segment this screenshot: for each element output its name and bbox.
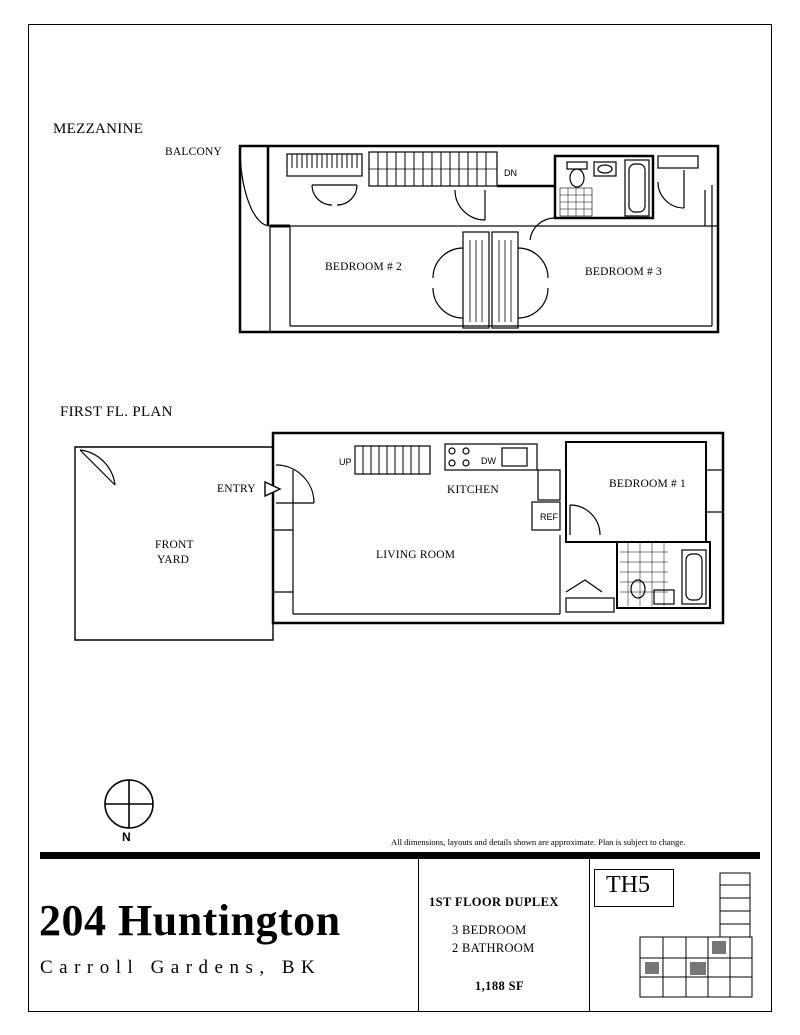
first-floor-title: FIRST FL. PLAN: [60, 404, 173, 420]
refrigerator-label: REF: [540, 512, 558, 522]
front-yard-label-line2: YARD: [157, 554, 190, 566]
compass-north-label: N: [122, 830, 131, 844]
mezzanine-title: MEZZANINE: [53, 121, 144, 137]
entry-label: ENTRY: [217, 483, 256, 495]
unit-type: 1ST FLOOR DUPLEX: [429, 895, 559, 909]
bedroom-3-label: BEDROOM # 3: [585, 266, 662, 278]
bathroom-count: 2 BATHROOM: [452, 941, 535, 955]
bedroom-2-label: BEDROOM # 2: [325, 261, 402, 273]
kitchen-label: KITCHEN: [447, 484, 499, 496]
unit-id: TH5: [606, 872, 650, 898]
dishwasher-label: DW: [481, 456, 496, 466]
first-floor-plan: [74, 431, 725, 641]
building-name: 204 Huntington: [39, 896, 341, 945]
page-frame: [28, 24, 772, 1012]
stair-up-label: UP: [339, 457, 352, 467]
disclaimer-text: All dimensions, layouts and details show…: [391, 837, 686, 847]
unit-id-box: [594, 869, 674, 907]
title-block-separator-right: [589, 859, 590, 1012]
unit-area: 1,188 SF: [475, 979, 525, 993]
title-block-divider: [40, 852, 760, 859]
compass-symbol: [104, 779, 154, 829]
bedroom-count: 3 BEDROOM: [452, 923, 527, 937]
front-yard-label-line1: FRONT: [155, 539, 194, 551]
building-location: Carroll Gardens, BK: [40, 957, 322, 978]
living-room-label: LIVING ROOM: [376, 549, 456, 561]
balcony-label: BALCONY: [165, 146, 222, 158]
title-block-separator-left: [418, 859, 419, 1012]
stair-down-label: DN: [504, 168, 517, 178]
bedroom-1-label: BEDROOM # 1: [609, 478, 686, 490]
mezzanine-plan: [238, 144, 720, 334]
